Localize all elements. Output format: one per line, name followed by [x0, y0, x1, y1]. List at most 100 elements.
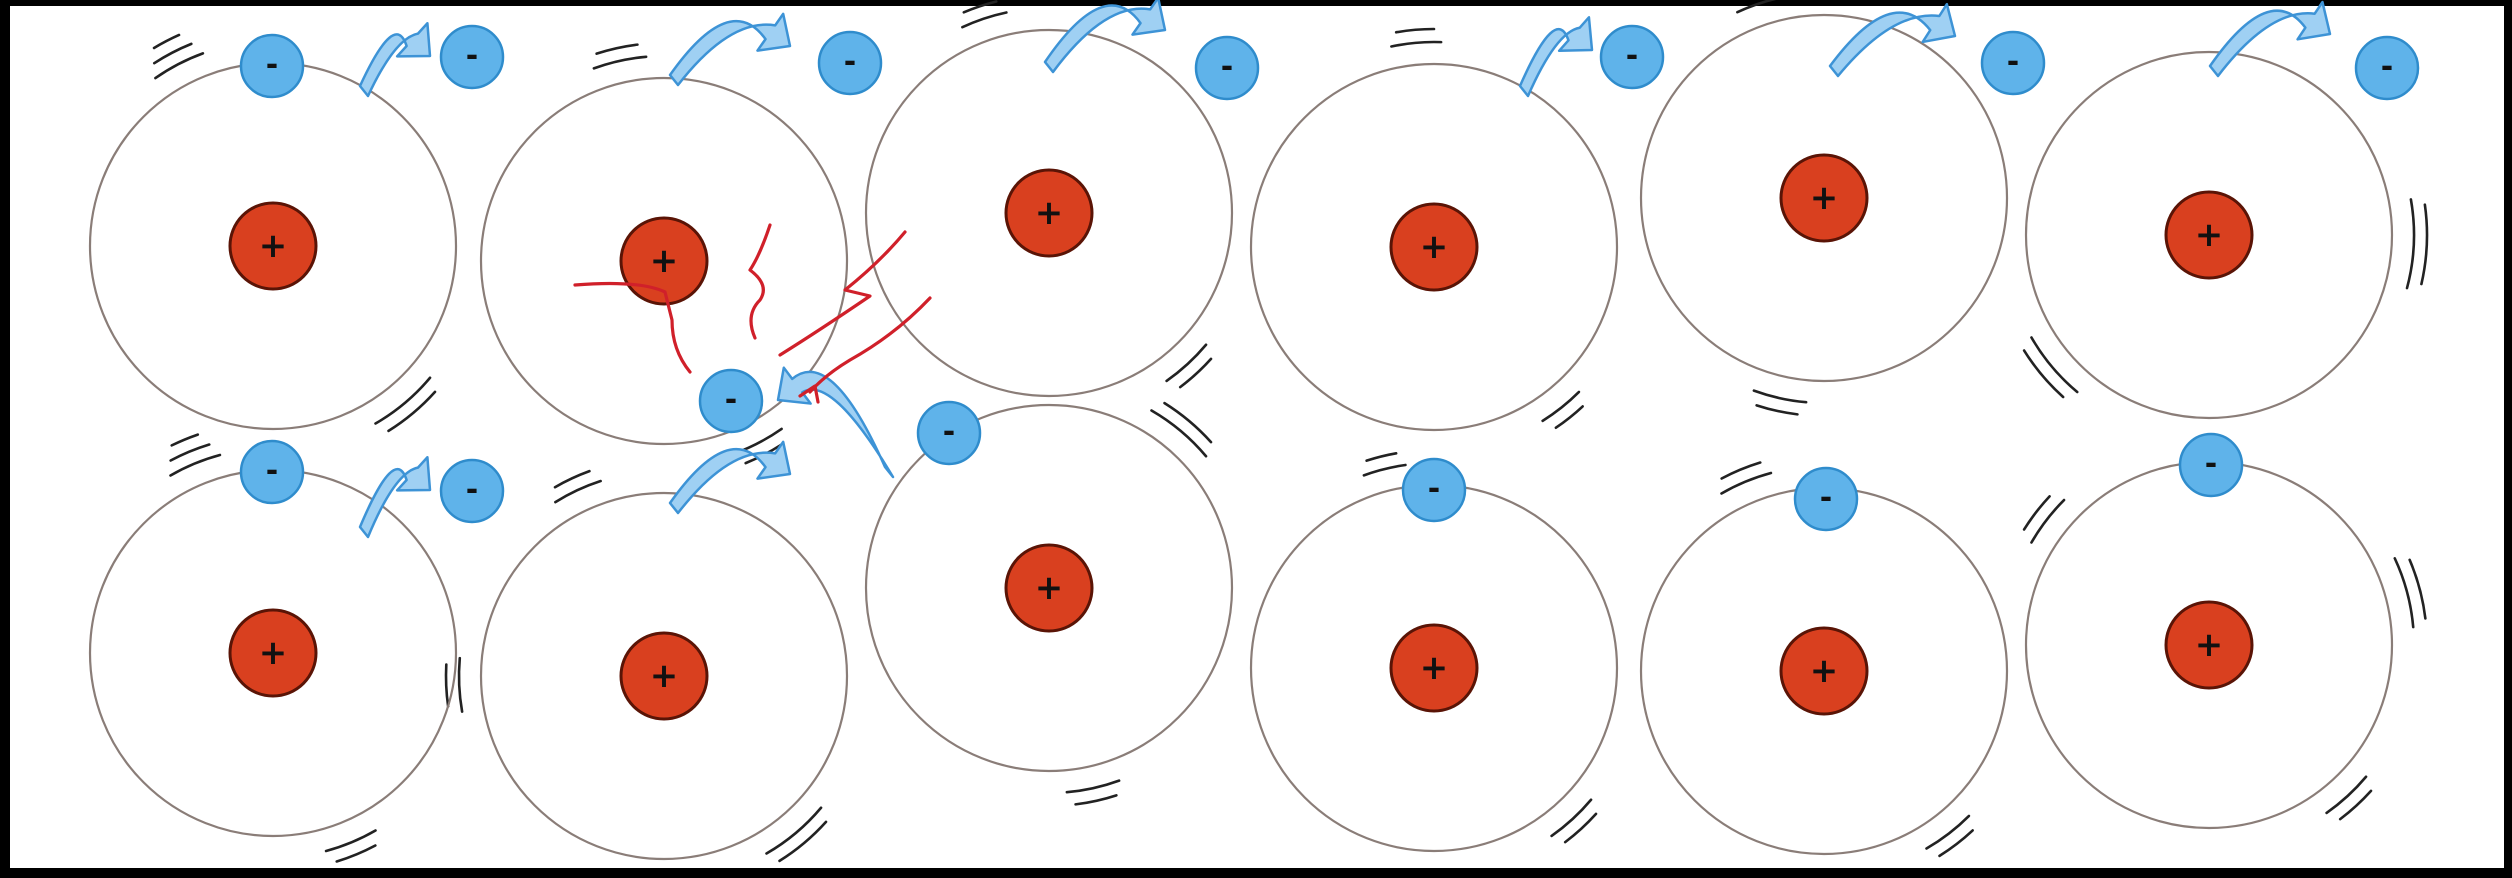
positive-nucleus-icon: [1004, 168, 1094, 258]
vibration-mark-icon: [1394, 27, 1436, 34]
electron-icon: [817, 30, 883, 96]
vibration-mark-icon: [1752, 389, 1808, 404]
vibration-mark-icon: [1390, 40, 1443, 48]
atom: +: [479, 76, 849, 446]
collision-scribble-icon: [808, 296, 932, 394]
electron-flow-arrow-icon: [1828, 2, 1957, 78]
electron-charge-label: -: [1221, 50, 1233, 85]
atom: +: [1639, 13, 2009, 383]
electron-charge-label: -: [844, 45, 856, 80]
electron-icon: [1194, 35, 1260, 101]
vibration-mark-icon: [170, 433, 200, 447]
positive-nucleus-icon: [2164, 600, 2254, 690]
vibration-mark-icon: [1541, 390, 1581, 423]
vibration-mark-icon: [2420, 203, 2429, 286]
positive-nucleus-icon: [1004, 543, 1094, 633]
electron: -: [239, 33, 305, 99]
positive-nucleus-icon: [1779, 153, 1869, 243]
atom-orbit: [479, 491, 849, 861]
nucleus-charge-label: +: [2195, 215, 2224, 255]
electron-icon: [1980, 30, 2046, 96]
vibration-mark-icon: [2338, 789, 2373, 821]
vibration-mark-icon: [1736, 0, 1777, 14]
electron-charge-label: -: [2381, 50, 2393, 85]
nucleus-charge-label: +: [650, 656, 679, 696]
vibration-mark-icon: [1554, 405, 1584, 430]
vibration-mark-icon: [374, 376, 432, 425]
electron: -: [1599, 24, 1665, 90]
electron-charge-label: -: [725, 383, 737, 418]
vibration-mark-icon: [2030, 336, 2079, 394]
positive-nucleus-icon: [1389, 623, 1479, 713]
diagram-background: [10, 6, 2504, 868]
electron-charge-label: -: [266, 48, 278, 83]
vibration-mark-icon: [1074, 794, 1118, 806]
electron-flow-arrow-icon: [1043, 0, 1167, 74]
electron-icon: [239, 439, 305, 505]
electron: -: [2354, 35, 2420, 101]
vibration-mark-icon: [457, 656, 464, 713]
electron: -: [1980, 30, 2046, 96]
electron-flow-arrow-icon: [1518, 16, 1594, 98]
electron-icon: [916, 400, 982, 466]
vibration-mark-icon: [1163, 401, 1213, 444]
nucleus-charge-label: +: [1810, 651, 1839, 691]
electron: -: [439, 24, 505, 90]
electron-icon: [439, 458, 505, 524]
nucleus-charge-label: +: [2195, 625, 2224, 665]
arrows-layer: [358, 0, 2332, 539]
collision-scribble-icon: [798, 384, 820, 404]
electron-flow-arrow-icon: [668, 12, 792, 87]
electron-charge-label: -: [2205, 447, 2217, 482]
nucleus-charge-label: +: [259, 226, 288, 266]
electron-charge-label: -: [2007, 45, 2019, 80]
electron: -: [2178, 432, 2244, 498]
vibration-marks-layer: [152, 0, 2429, 863]
vibration-mark-icon: [765, 806, 823, 855]
vibration-mark-icon: [2393, 557, 2415, 629]
nucleus-charge-label: +: [1420, 648, 1449, 688]
vibration-mark-icon: [962, 0, 998, 14]
vibration-mark-icon: [961, 11, 1008, 29]
vibration-mark-icon: [152, 42, 193, 65]
electron-icon: [239, 33, 305, 99]
vibration-mark-icon: [592, 55, 648, 70]
atom-orbit: [1639, 13, 2009, 383]
electron-icon: [2354, 35, 2420, 101]
vibration-mark-icon: [554, 479, 602, 504]
electron-charge-label: -: [466, 473, 478, 508]
nucleus-charge-label: +: [1810, 178, 1839, 218]
vibration-mark-icon: [169, 453, 222, 477]
nucleus-charge-label: +: [1420, 227, 1449, 267]
nucleus-charge-label: +: [1035, 568, 1064, 608]
electron-icon: [2178, 432, 2244, 498]
electron-icon: [439, 24, 505, 90]
atom: +: [479, 491, 849, 861]
vibration-mark-icon: [2022, 349, 2065, 399]
positive-nucleus-icon: [619, 631, 709, 721]
electron: -: [1793, 466, 1859, 532]
vibration-mark-icon: [1365, 452, 1398, 462]
collision-scribble-icon: [573, 281, 692, 374]
electron-flow-arrow-icon: [668, 440, 792, 515]
vibration-mark-icon: [2325, 775, 2368, 815]
atom-orbit: [864, 403, 1234, 773]
atom-orbit: [1249, 62, 1619, 432]
nucleus-charge-label: +: [650, 241, 679, 281]
vibration-mark-icon: [1720, 471, 1773, 495]
electron: -: [698, 368, 764, 434]
vibration-mark-icon: [778, 820, 828, 863]
nucleus-charge-label: +: [259, 633, 288, 673]
positive-nucleus-icon: [228, 608, 318, 698]
vibration-mark-icon: [152, 33, 181, 50]
vibration-mark-icon: [1065, 779, 1121, 794]
vibration-mark-icon: [1550, 798, 1593, 838]
electron: -: [1401, 457, 1467, 523]
collision-scribble-layer: [573, 223, 932, 404]
atom-orbit: [864, 28, 1234, 398]
atom: +: [864, 403, 1234, 773]
vibration-mark-icon: [169, 443, 211, 462]
vibration-mark-icon: [1362, 463, 1407, 477]
collision-scribble-icon: [778, 230, 907, 357]
electron: -: [916, 400, 982, 466]
